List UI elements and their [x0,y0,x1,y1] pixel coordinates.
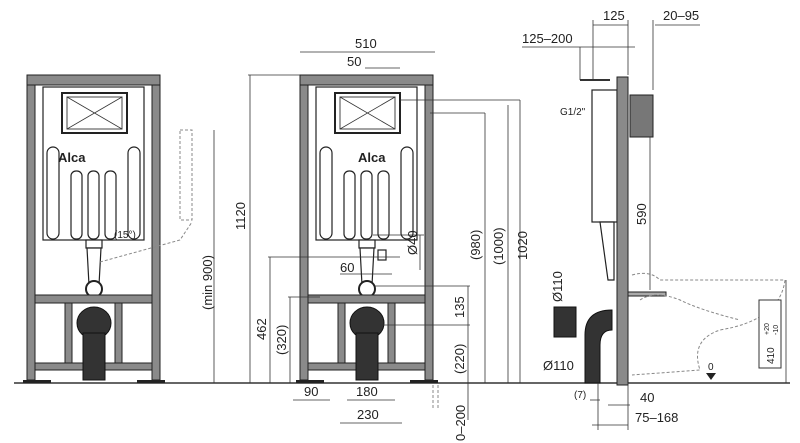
d-125-label: 125 [603,8,625,23]
h-1020-label: 1020 [515,231,530,260]
seat-height-label: 410 [766,347,777,364]
brand-logo: Alca [58,150,86,165]
h-590-label: 590 [634,203,649,225]
diam-40-label: Ø40 [405,230,420,255]
front-view-left: Alca (15°) (min 900) [22,74,215,384]
height-total-label: 1120 [233,202,248,230]
tolerance-plus-label: +20 [764,323,771,335]
h-220-label: (220) [452,344,467,374]
zero-label: 0 [708,362,714,373]
w-90-label: 90 [304,384,318,399]
d-135-label: 135 [452,296,467,318]
min-height-label: (min 900) [200,255,215,310]
adj-0-200-label: 0–200 [453,405,468,441]
d-40-label: 40 [640,390,654,405]
h-980-label: (980) [468,230,483,260]
thread-label: G1/2" [560,107,586,118]
h-462-label: 462 [254,318,269,340]
d-75-168-label: 75–168 [635,410,678,425]
angle-label: (15°) [114,230,136,241]
diam-110-bottom-label: Ø110 [543,358,574,373]
brand-logo: Alca [358,150,386,165]
h-320-label: (320) [274,325,289,355]
w-180-label: 180 [356,384,378,399]
d-125-200-label: 125–200 [522,31,573,46]
offset-top-label: 50 [347,54,361,69]
tolerance-minus-label: -10 [773,325,780,335]
seat-height-box [758,299,782,369]
w-230-label: 230 [357,407,379,422]
diam-110-top-label: Ø110 [550,271,565,302]
front-view-right: Alca 510 50 1120 (980) (1000) 1020 Ø40 6… [233,36,530,441]
floor-zero-marker-icon [706,373,716,380]
d-60-label: 60 [340,260,354,275]
d-7-label: (7) [574,390,586,401]
h-1000-label: (1000) [491,227,506,265]
width-label: 510 [355,36,377,51]
side-view: 125 20–95 125–200 G1/2" 590 Ø110 Ø110 0 … [522,8,787,430]
d-20-95-label: 20–95 [663,8,699,23]
